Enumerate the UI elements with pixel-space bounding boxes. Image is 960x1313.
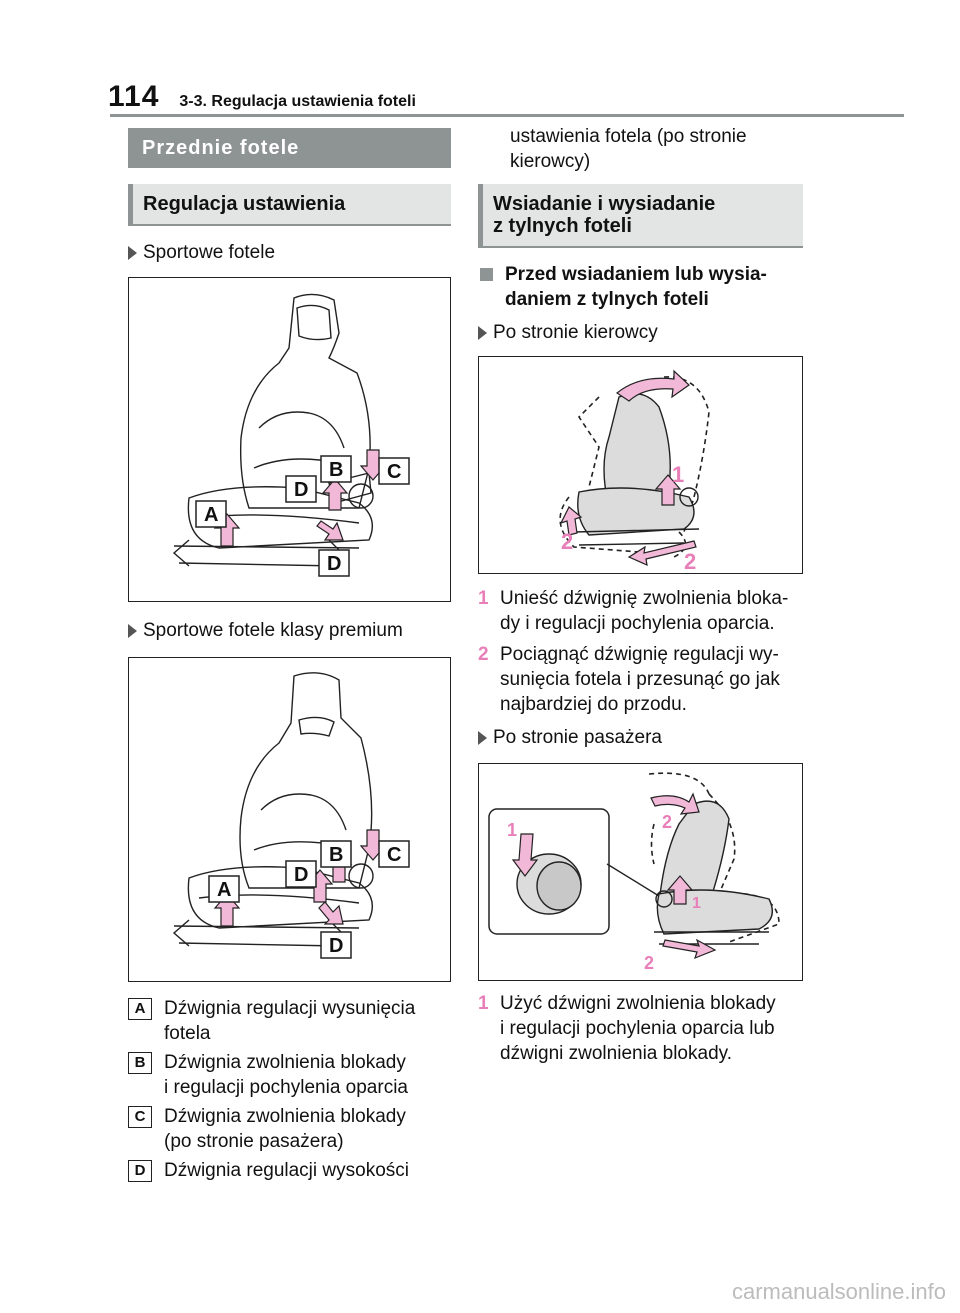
passenger-step-2-marker-bottom: 2: [644, 953, 654, 973]
figure-label-a: [208, 875, 240, 903]
passenger-step-1-marker-inset: 1: [507, 820, 517, 840]
legend-item-d: D Dźwignia regulacji wysokości: [128, 1158, 451, 1183]
driver-side-illustration: 1 2 2: [559, 369, 710, 572]
legend-item-c: C Dźwignia zwolnienia blokady (po stroni…: [128, 1104, 451, 1154]
figure-label-d-bottom-text: D: [327, 553, 341, 575]
driver-step-1-number: 1: [478, 588, 489, 609]
figure-label-d-top: [285, 475, 317, 503]
left-column: Przednie fotele Regulacja ustawienia Spo…: [128, 128, 451, 1187]
passenger-step-1-number: 1: [478, 993, 489, 1014]
figure-label-b: [320, 455, 352, 483]
bullet-triangle-icon: [478, 731, 487, 745]
premium-seat-figure: A D B C D: [128, 657, 451, 982]
driver-side-item: Po stronie kierowcy: [478, 322, 803, 344]
passenger-step-1-text: Użyć dźwigni zwolnienia blokady i regula…: [500, 993, 776, 1064]
legend-item-a: A Dźwignia regulacji wysunięcia fotela: [128, 996, 451, 1046]
sport-seats-label: Sportowe fotele: [143, 242, 276, 263]
legend-key-b: B: [128, 1052, 152, 1074]
figure-label-b-text: B: [329, 459, 343, 481]
figure-label-d-top-text: D: [294, 864, 308, 886]
sport-seat-illustration: A D B C D: [172, 293, 410, 577]
driver-step-1: 1 Unieść dźwignię zwolnienia bloka- dy i…: [478, 586, 803, 636]
passenger-step-2-marker-top: 2: [662, 812, 672, 832]
page-header: 114 3-3. Regulacja ustawienia foteli: [108, 80, 416, 114]
watermark: carmanualsonline.info: [731, 1279, 946, 1304]
header-rule: [110, 114, 904, 117]
sport-seat-figure: A D B C D: [128, 277, 451, 602]
legend-key-c: C: [128, 1106, 152, 1128]
bullet-triangle-icon: [128, 624, 137, 638]
driver-step-2-text: Pociągnąć dźwignię regulacji wy- sunięci…: [500, 644, 780, 715]
legend-key-d: D: [128, 1160, 152, 1182]
legend-text-b: Dźwignia zwolnienia blokady i regulacji …: [164, 1052, 408, 1098]
before-entering-text: Przed wsiadaniem lub wysia- daniem z tyl…: [505, 264, 767, 310]
bullet-triangle-icon: [478, 326, 487, 340]
legend-key-a: A: [128, 998, 152, 1020]
figure-label-c: [378, 457, 410, 485]
driver-step-1-text: Unieść dźwignię zwolnienia bloka- dy i r…: [500, 588, 789, 634]
bullet-square-icon: [480, 268, 493, 281]
passenger-step-1-marker-seat: 1: [692, 895, 701, 912]
right-column: ustawienia fotela (po stronie kierowcy) …: [478, 126, 803, 1066]
driver-step-2: 2 Pociągnąć dźwignię regulacji wy- sunię…: [478, 642, 803, 717]
legend-text-d: Dźwignia regulacji wysokości: [164, 1160, 409, 1181]
front-seats-heading: Przednie fotele: [128, 128, 451, 168]
figure-label-d-top-text: D: [294, 479, 308, 501]
premium-seat-illustration: A D B C D: [172, 672, 410, 959]
legend-text-c: Dźwignia zwolnienia blokady (po stronie …: [164, 1106, 406, 1152]
figure-label-c-text: C: [387, 461, 401, 483]
page-number: 114: [108, 80, 160, 113]
figure-label-d-bottom: [318, 549, 350, 577]
passenger-side-figure: 1 2 1 2: [478, 763, 803, 981]
passenger-step-1: 1 Użyć dźwigni zwolnienia blokady i regu…: [478, 991, 803, 1066]
premium-sport-seats-label: Sportowe fotele klasy premium: [143, 620, 403, 641]
legend-text-a: Dźwignia regulacji wysunięcia fotela: [164, 998, 416, 1044]
figure-label-a-text: A: [217, 879, 231, 901]
bullet-triangle-icon: [128, 246, 137, 260]
section-title: 3-3. Regulacja ustawienia foteli: [179, 93, 416, 110]
sport-seats-item: Sportowe fotele: [128, 242, 451, 264]
figure-label-b-text: B: [329, 844, 343, 866]
passenger-side-label: Po stronie pasażera: [493, 727, 662, 748]
driver-step-2-marker-right: 2: [684, 549, 696, 572]
legend-item-b: B Dźwignia zwolnienia blokady i regulacj…: [128, 1050, 451, 1100]
rear-seats-heading: Wsiadanie i wysiadanie z tylnych foteli: [478, 184, 803, 248]
driver-side-label: Po stronie kierowcy: [493, 322, 658, 343]
continued-text: ustawienia fotela (po stronie kierowcy): [510, 126, 747, 172]
passenger-side-item: Po stronie pasażera: [478, 727, 803, 749]
figure-label-d-bottom: [320, 931, 352, 959]
adjustment-heading: Regulacja ustawienia: [128, 184, 451, 226]
figure-label-a: [195, 500, 227, 528]
figure-label-c-text: C: [387, 844, 401, 866]
passenger-side-illustration: 1 2 1 2: [488, 772, 780, 973]
figure-label-b: [320, 840, 352, 868]
figure-label-d-top: [285, 860, 317, 888]
before-entering-subhead: Przed wsiadaniem lub wysia- daniem z tyl…: [478, 262, 803, 312]
figure-label-a-text: A: [204, 504, 218, 526]
figure-label-c: [378, 840, 410, 868]
driver-step-2-number: 2: [478, 644, 489, 665]
driver-side-figure: 1 2 2: [478, 356, 803, 574]
legend-list: A Dźwignia regulacji wysunięcia fotela B…: [128, 996, 451, 1183]
figure-label-d-bottom-text: D: [329, 935, 343, 957]
driver-step-1-marker: 1: [672, 462, 684, 487]
premium-sport-seats-item: Sportowe fotele klasy premium: [128, 620, 451, 642]
driver-step-2-marker-left: 2: [561, 529, 573, 554]
